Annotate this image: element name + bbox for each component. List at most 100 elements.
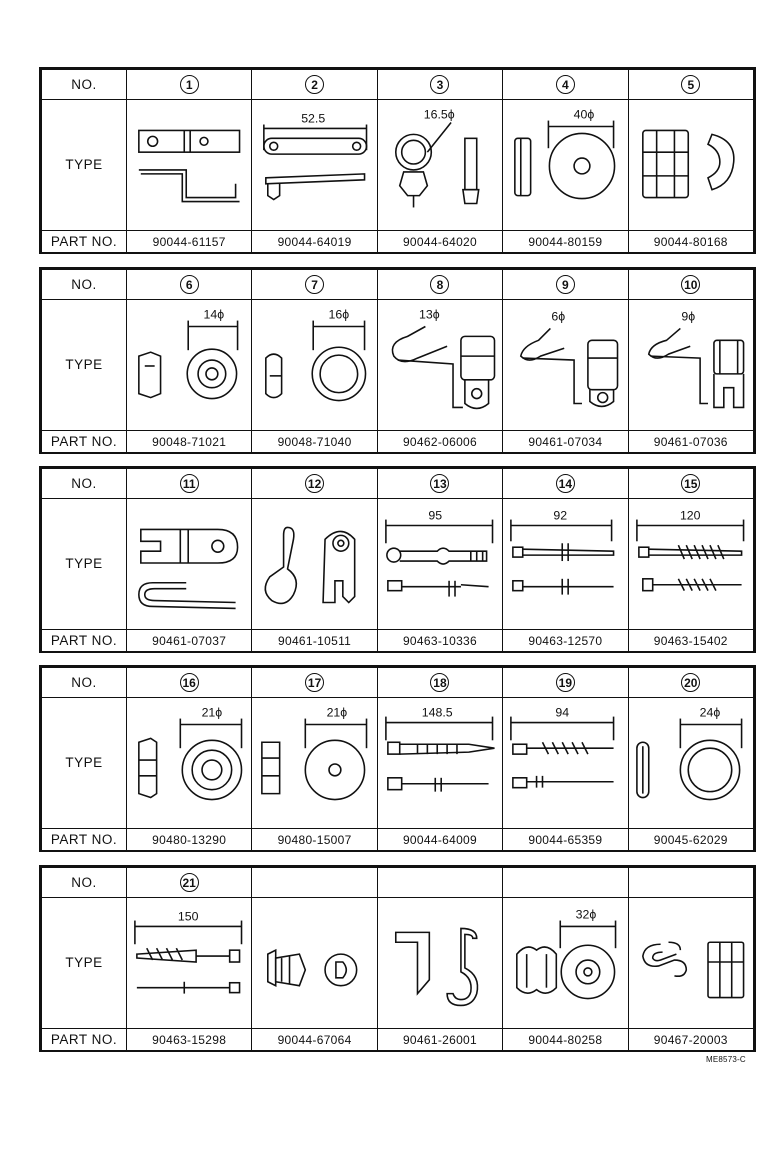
parts-block-4: NO. 16 17 18 19 20 TYPE 21ϕ 21ϕ [39, 665, 756, 852]
part-drawing-17: 21ϕ [251, 697, 378, 829]
dimension-label: 52.5 [302, 112, 326, 126]
part-number: 90044-64009 [402, 833, 477, 847]
item-number: 21 [179, 873, 199, 892]
part-drawing-11 [125, 498, 253, 630]
part-number: 90044-80258 [528, 1033, 603, 1047]
item-number: 4 [555, 75, 575, 94]
item-number: 18 [430, 673, 450, 692]
part-drawing-3: 16.5ϕ [376, 99, 504, 231]
dimension-label: 148.5 [422, 706, 453, 720]
dimension-label: 92 [554, 509, 568, 523]
part-drawing-20: 24ϕ [627, 697, 755, 829]
part-number: 90463-10336 [402, 634, 477, 648]
part-no-label: PART NO. [41, 230, 127, 254]
part-number: 90044-67064 [277, 1033, 352, 1047]
dimension-label: 21ϕ [327, 706, 348, 720]
part-drawing-1 [125, 99, 253, 231]
dimension-label: 14ϕ [204, 308, 225, 322]
dimension-label: 16ϕ [329, 308, 350, 322]
part-drawing-7: 16ϕ [251, 299, 378, 431]
part-number: 90463-12570 [528, 634, 603, 648]
part-number: 90461-07034 [528, 435, 603, 449]
part-no-label: PART NO. [41, 430, 127, 454]
dimension-label: 94 [556, 706, 570, 720]
item-number: 20 [681, 673, 701, 692]
part-drawing-16: 21ϕ [125, 697, 253, 829]
dimension-label: 95 [428, 509, 442, 523]
parts-block-2: NO. 6 7 8 9 10 TYPE 14ϕ 16ϕ 13ϕ [39, 267, 756, 454]
dimension-label: 21ϕ [202, 706, 223, 720]
item-number: 11 [179, 474, 199, 493]
no-label: NO. [41, 69, 127, 100]
no-label: NO. [41, 867, 127, 898]
parts-block-5: NO. 21 TYPE 150 [39, 865, 756, 1052]
part-number: 90044-80159 [528, 235, 603, 249]
part-drawing-6: 14ϕ [125, 299, 253, 431]
item-number: 8 [430, 275, 450, 294]
part-number: 90480-13290 [152, 833, 227, 847]
empty-number-cell [251, 867, 378, 898]
part-number: 90044-61157 [152, 235, 226, 249]
item-number: 17 [305, 673, 325, 692]
item-number: 13 [430, 474, 450, 493]
part-number: 90461-10511 [278, 634, 352, 648]
item-number: 6 [179, 275, 199, 294]
type-label: TYPE [41, 697, 127, 829]
part-number: 90048-71021 [152, 435, 227, 449]
type-label: TYPE [41, 897, 127, 1029]
item-number: 5 [681, 75, 701, 94]
item-number: 2 [305, 75, 325, 94]
part-number: 90463-15402 [653, 634, 728, 648]
part-drawing-12 [251, 498, 378, 630]
type-label: TYPE [41, 299, 127, 431]
part-drawing-5 [627, 99, 755, 231]
dimension-label: 9ϕ [681, 310, 695, 324]
part-drawing-2: 52.5 [251, 99, 378, 231]
footer-code: ME8573-C [706, 1055, 746, 1064]
part-drawing-25 [627, 897, 755, 1029]
part-no-label: PART NO. [41, 629, 127, 653]
item-number: 1 [179, 75, 199, 94]
part-drawing-18: 148.5 [376, 697, 504, 829]
dimension-label: 13ϕ [419, 308, 440, 322]
part-drawing-24: 32ϕ [502, 897, 629, 1029]
dimension-label: 150 [178, 910, 199, 924]
type-label: TYPE [41, 99, 127, 231]
item-number: 14 [555, 474, 575, 493]
part-number: 90044-65359 [528, 833, 603, 847]
part-number: 90467-20003 [653, 1033, 728, 1047]
part-drawing-21: 150 [125, 897, 253, 1029]
type-label: TYPE [41, 498, 127, 630]
dimension-label: 120 [680, 509, 701, 523]
part-number: 90461-26001 [402, 1033, 477, 1047]
part-drawing-22 [251, 897, 378, 1029]
part-number: 90480-15007 [277, 833, 352, 847]
part-number: 90044-64020 [402, 235, 477, 249]
part-drawing-10: 9ϕ [627, 299, 755, 431]
dimension-label: 16.5ϕ [424, 108, 455, 122]
part-number: 90462-06006 [402, 435, 477, 449]
item-number: 15 [681, 474, 701, 493]
no-label: NO. [41, 667, 127, 698]
item-number: 7 [305, 275, 325, 294]
part-number: 90045-62029 [653, 833, 728, 847]
part-number: 90461-07037 [152, 634, 227, 648]
dimension-label: 40ϕ [574, 108, 595, 122]
part-drawing-13: 95 [376, 498, 504, 630]
item-number: 3 [430, 75, 450, 94]
part-number: 90048-71040 [277, 435, 352, 449]
part-drawing-19: 94 [502, 697, 629, 829]
part-drawing-14: 92 [502, 498, 629, 630]
parts-block-3: NO. 11 12 13 14 15 TYPE 95 [39, 466, 756, 653]
part-drawing-4: 40ϕ [502, 99, 629, 231]
part-number: 90463-15298 [152, 1033, 227, 1047]
part-drawing-15: 120 [627, 498, 755, 630]
item-number: 19 [555, 673, 575, 692]
item-number: 10 [681, 275, 701, 294]
item-number: 12 [305, 474, 325, 493]
empty-number-cell [627, 867, 755, 898]
part-drawing-23 [376, 897, 504, 1029]
item-number: 9 [555, 275, 575, 294]
parts-block-1: NO. 1 2 3 4 5 TYPE 52.5 [39, 67, 756, 254]
no-label: NO. [41, 468, 127, 499]
